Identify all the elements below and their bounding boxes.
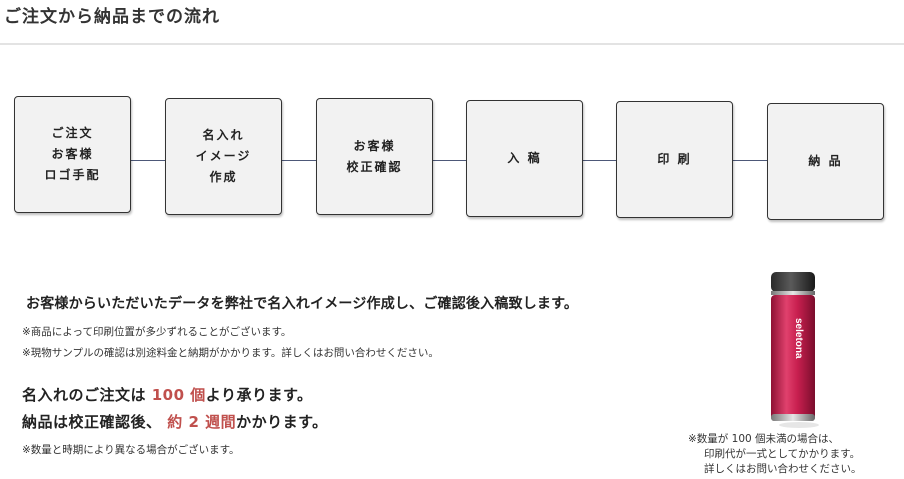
flow-connector-line bbox=[130, 160, 770, 161]
small-quantity-note: ※数量が 100 個未満の場合は、 印刷代が一式としてかかります。 詳しくはお問… bbox=[688, 432, 862, 477]
flow-step-label: 入 稿 bbox=[507, 151, 542, 165]
print-position-note: ※商品によって印刷位置が多少ずれることがございます。 bbox=[22, 326, 292, 338]
minimum-order-quantity: 100 個 bbox=[151, 386, 206, 404]
lead-time-suffix: かかります。 bbox=[236, 413, 328, 431]
lead-time-duration: 約 2 週間 bbox=[167, 413, 237, 431]
bottle-brand-text: seletona bbox=[793, 318, 804, 359]
flow-step-submission: 入 稿 bbox=[466, 100, 583, 217]
flow-step-label: 納 品 bbox=[808, 154, 843, 168]
sample-cost-note: ※現物サンプルの確認は別途料金と納期がかかります。詳しくはお問い合わせください。 bbox=[22, 347, 439, 359]
small-quantity-note-line: ※数量が 100 個未満の場合は、 bbox=[688, 433, 840, 445]
small-quantity-note-line: 詳しくはお問い合わせください。 bbox=[704, 463, 862, 475]
lead-time-prefix: 納品は校正確認後、 bbox=[22, 413, 162, 431]
bottle-illustration: seletona bbox=[771, 272, 819, 428]
flow-step-delivery: 納 品 bbox=[767, 103, 884, 220]
quantity-timing-note: ※数量と時期により異なる場合がございます。 bbox=[22, 444, 240, 456]
flow-step-label: お客様 校正確認 bbox=[346, 138, 403, 174]
small-quantity-note-line: 印刷代が一式としてかかります。 bbox=[704, 448, 861, 460]
lead-time-text: 納品は校正確認後、 約 2 週間かかります。 bbox=[22, 411, 328, 432]
flow-step-image-creation: 名入れ イメージ 作成 bbox=[165, 98, 282, 215]
minimum-order-text: 名入れのご注文は 100 個より承ります。 bbox=[22, 384, 313, 405]
flow-step-label: ご注文 お客様 ロゴ手配 bbox=[44, 126, 101, 182]
flow-step-label: 印 刷 bbox=[657, 152, 692, 166]
product-bottle-image: seletona bbox=[768, 270, 828, 434]
process-description: お客様からいただいたデータを弊社で名入れイメージ作成し、ご確認後入稿致します。 bbox=[26, 296, 579, 312]
flow-step-proof-check: お客様 校正確認 bbox=[316, 98, 433, 215]
flow-step-printing: 印 刷 bbox=[616, 101, 733, 218]
flow-step-label: 名入れ イメージ 作成 bbox=[195, 128, 252, 184]
minimum-order-suffix: より承ります。 bbox=[205, 386, 313, 404]
page-title: ご注文から納品までの流れ bbox=[4, 7, 220, 27]
header-divider bbox=[0, 43, 904, 45]
minimum-order-prefix: 名入れのご注文は bbox=[22, 386, 147, 404]
flow-step-order: ご注文 お客様 ロゴ手配 bbox=[14, 96, 131, 213]
